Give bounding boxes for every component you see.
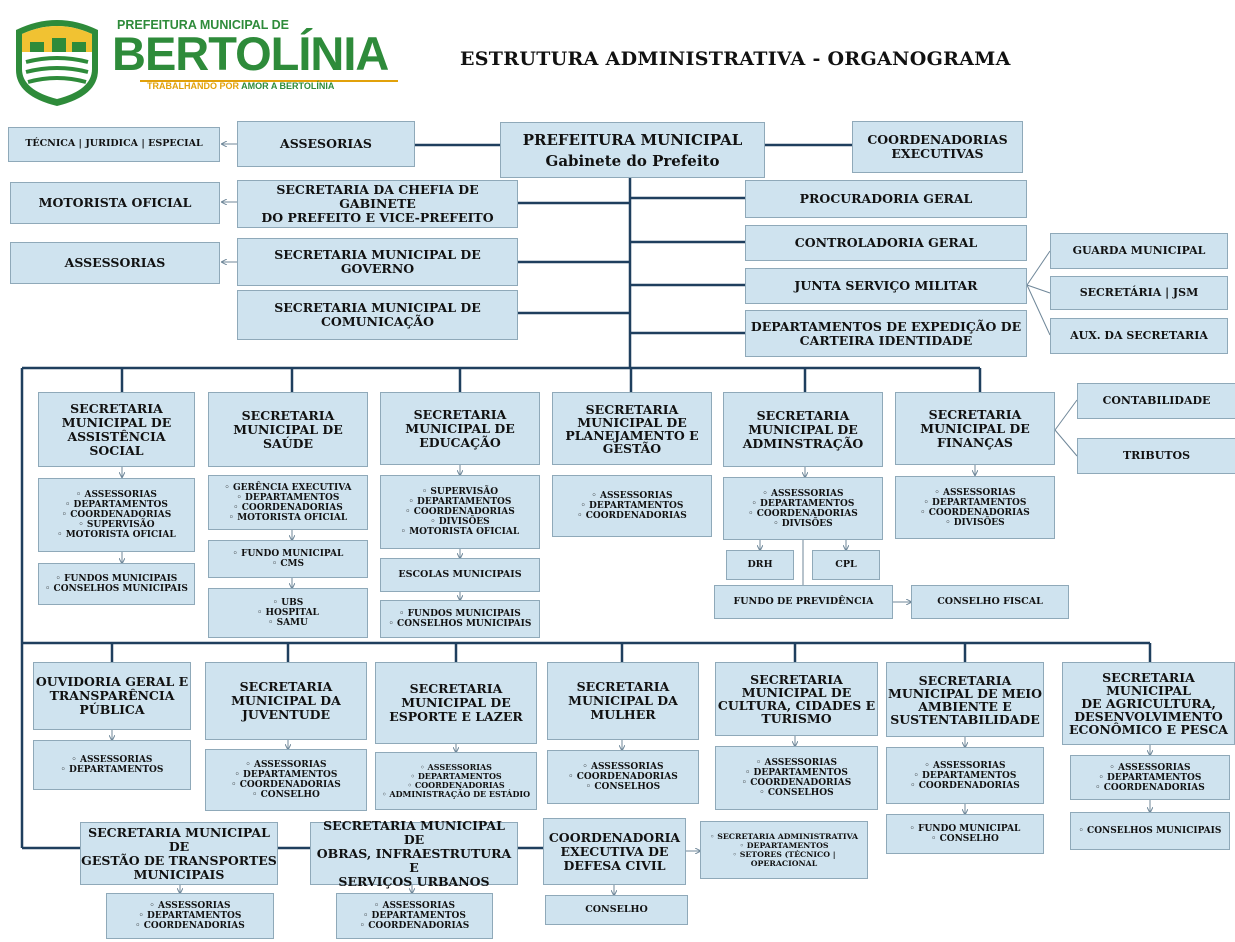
defesa-conselho-label: CONSELHO [585,903,648,915]
contabilidade-box: CONTABILIDADE [1077,383,1235,419]
aux-secretaria-box: AUX. DA SECRETARIA [1050,318,1228,354]
drh-box: DRH [726,550,794,580]
financas-list-box: ◦ ASSESSORIAS ◦ DEPARTAMENTOS ◦ COORDENA… [895,476,1055,539]
cpl-label: CPL [835,558,857,570]
municipal-emblem-logo [16,20,98,106]
page-title: ESTRUTURA ADMINISTRATIVA - ORGANOGRAMA [460,48,1011,70]
prefeitura-box: PREFEITURA MUNICIPAL Gabinete do Prefeit… [500,122,765,178]
sec-financas-box: SECRETARIA MUNICIPAL DE FINANÇAS [895,392,1055,465]
coordenadorias-executivas-box: COORDENADORIAS EXECUTIVAS [852,121,1023,173]
guarda-municipal-box: GUARDA MUNICIPAL [1050,233,1228,269]
assistencia-fundos-box: ◦ FUNDOS MUNICIPAIS ◦ CONSELHOS MUNICIPA… [38,563,195,605]
brand-tagline: TRABALHANDO POR AMOR A BERTOLÍNIA [147,81,334,91]
escolas-label: ESCOLAS MUNICIPAIS [398,568,522,580]
aux-secretaria-label: AUX. DA SECRETARIA [1070,328,1208,342]
sec-juventude-box: SECRETARIA MUNICIPAL DA JUVENTUDE [205,662,367,740]
tributos-box: TRIBUTOS [1077,438,1235,474]
saude-ubs-box: ◦ UBS ◦ HOSPITAL ◦ SAMU [208,588,368,638]
sec-chefia-box: SECRETARIA DA CHEFIA DE GABINETE DO PREF… [237,180,518,228]
obras-list-box: ◦ ASSESSORIAS ◦ DEPARTAMENTOS ◦ COORDENA… [336,893,493,939]
sec-governo-box: SECRETARIA MUNICIPAL DE GOVERNO [237,238,518,286]
coord-defesa-civil-box: COORDENADORIA EXECUTIVA DE DEFESA CIVIL [543,818,686,885]
tecnica-label: TÉCNICA | JURIDICA | ESPECIAL [25,138,203,150]
juventude-list-box: ◦ ASSESSORIAS ◦ DEPARTAMENTOS ◦ COORDENA… [205,749,367,811]
defesa-conselho-box: CONSELHO [545,895,688,925]
secretaria-jsm-box: SECRETÁRIA | JSM [1050,276,1228,310]
gabinete-subtitle: Gabinete do Prefeito [545,151,720,170]
meio-ambiente-list-box: ◦ ASSESSORIAS ◦ DEPARTAMENTOS ◦ COORDENA… [886,747,1044,804]
tecnica-box: TÉCNICA | JURIDICA | ESPECIAL [8,127,220,162]
meio-ambiente-fundo-box: ◦ FUNDO MUNICIPAL ◦ CONSELHO [886,814,1044,854]
sec-educacao-box: SECRETARIA MUNICIPAL DE EDUCAÇÃO [380,392,540,465]
sec-obras-box: SECRETARIA MUNICIPAL DE OBRAS, INFRAESTR… [310,818,518,888]
ouvidoria-box: OUVIDORIA GERAL E TRANSPARÊNCIA PÚBLICA [33,662,191,730]
assessorias-label: ASSESSORIAS [64,255,166,270]
mulher-list-box: ◦ ASSESSORIAS ◦ COORDENADORIAS ◦ CONSELH… [547,750,699,804]
contabilidade-label: CONTABILIDADE [1102,393,1211,407]
defesa-civil-list-box: ◦ SECRETARIA ADMINISTRATIVA ◦ DEPARTAMEN… [700,821,868,879]
brand-divider [140,80,398,82]
motorista-oficial-box: MOTORISTA OFICIAL [10,182,220,224]
controladoria-label: CONTROLADORIA GERAL [794,235,978,250]
educacao-list-box: ◦ SUPERVISÃO ◦ DEPARTAMENTOS ◦ COORDENAD… [380,475,540,549]
secretaria-jsm-label: SECRETÁRIA | JSM [1079,285,1199,299]
sec-agricultura-box: SECRETARIA MUNICIPAL DE AGRICULTURA, DES… [1062,662,1235,745]
tributos-label: TRIBUTOS [1122,448,1191,462]
motorista-oficial-label: MOTORISTA OFICIAL [38,195,192,210]
brand-name: BERTOLÍNIA [112,27,389,80]
educacao-fundos-box: ◦ FUNDOS MUNICIPAIS ◦ CONSELHOS MUNICIPA… [380,600,540,638]
procuradoria-box: PROCURADORIA GERAL [745,180,1027,218]
fundo-previdencia-label: FUNDO DE PREVIDÊNCIA [733,595,874,607]
agricultura-list-box: ◦ ASSESSORIAS ◦ DEPARTAMENTOS ◦ COORDENA… [1070,755,1230,800]
administracao-list-box: ◦ ASSESSORIAS ◦ DEPARTAMENTOS ◦ COORDENA… [723,477,883,540]
cultura-list-box: ◦ ASSESSORIAS ◦ DEPARTAMENTOS ◦ COORDENA… [715,746,878,810]
fundo-previdencia-box: FUNDO DE PREVIDÊNCIA [714,585,893,619]
brand-tagline-emphasis: AMOR A BERTOLÍNIA [241,81,335,91]
assessorias-box: ASSESSORIAS [10,242,220,284]
sec-mulher-box: SECRETARIA MUNICIPAL DA MULHER [547,662,699,740]
prefeitura-title: PREFEITURA MUNICIPAL [522,130,743,149]
procuradoria-label: PROCURADORIA GERAL [799,191,973,206]
saude-fundo-box: ◦ FUNDO MUNICIPAL ◦ CMS [208,540,368,578]
junta-label: JUNTA SERVIÇO MILITAR [794,278,978,293]
escolas-municipais-box: ESCOLAS MUNICIPAIS [380,558,540,592]
sec-governo-label: SECRETARIA MUNICIPAL DE GOVERNO [274,247,481,276]
sec-transportes-box: SECRETARIA MUNICIPAL DE GESTÃO DE TRANSP… [80,822,278,885]
cpl-box: CPL [812,550,880,580]
assistencia-list-box: ◦ ASSESSORIAS ◦ DEPARTAMENTOS ◦ COORDENA… [38,478,195,552]
sec-cultura-box: SECRETARIA MUNICIPAL DE CULTURA, CIDADES… [715,662,878,736]
sec-meio-ambiente-box: SECRETARIA MUNICIPAL DE MEIO AMBIENTE E … [886,662,1044,737]
conselho-fiscal-label: CONSELHO FISCAL [937,595,1043,607]
sec-esporte-box: SECRETARIA MUNICIPAL DE ESPORTE E LAZER [375,662,537,744]
planejamento-list-box: ◦ ASSESSORIAS ◦ DEPARTAMENTOS ◦ COORDENA… [552,475,712,537]
sec-planejamento-box: SECRETARIA MUNICIPAL DE PLANEJAMENTO E G… [552,392,712,465]
sec-assistencia-social-box: SECRETARIA MUNICIPAL DE ASSISTÊNCIA SOCI… [38,392,195,467]
esporte-list-box: ◦ ASSESSORIAS ◦ DEPARTAMENTOS ◦ COORDENA… [375,752,537,810]
drh-label: DRH [747,558,773,570]
agricultura-conselhos-box: ◦ CONSELHOS MUNICIPAIS [1070,812,1230,850]
brand-prefix: PREFEITURA MUNICIPAL DE [117,18,289,32]
brand-tagline-prefix: TRABALHANDO POR [147,81,239,91]
sec-administracao-box: SECRETARIA MUNICIPAL DE ADMINSTRAÇÃO [723,392,883,467]
guarda-label: GUARDA MUNICIPAL [1072,243,1206,257]
assesorias-label: ASSESORIAS [280,136,372,151]
sec-saude-box: SECRETARIA MUNICIPAL DE SAÚDE [208,392,368,467]
dept-expedicao-box: DEPARTAMENTOS DE EXPEDIÇÃO DE CARTEIRA I… [745,310,1027,357]
saude-list-box: ◦ GERÊNCIA EXECUTIVA ◦ DEPARTAMENTOS ◦ C… [208,475,368,530]
ouvidoria-list-box: ◦ ASSESSORIAS ◦ DEPARTAMENTOS [33,740,191,790]
controladoria-box: CONTROLADORIA GERAL [745,225,1027,261]
junta-servico-militar-box: JUNTA SERVIÇO MILITAR [745,268,1027,304]
conselho-fiscal-box: CONSELHO FISCAL [911,585,1069,619]
sec-comunicacao-box: SECRETARIA MUNICIPAL DE COMUNICAÇÃO [237,290,518,340]
transportes-list-box: ◦ ASSESSORIAS ◦ DEPARTAMENTOS ◦ COORDENA… [106,893,274,939]
assesorias-box: ASSESORIAS [237,121,415,167]
